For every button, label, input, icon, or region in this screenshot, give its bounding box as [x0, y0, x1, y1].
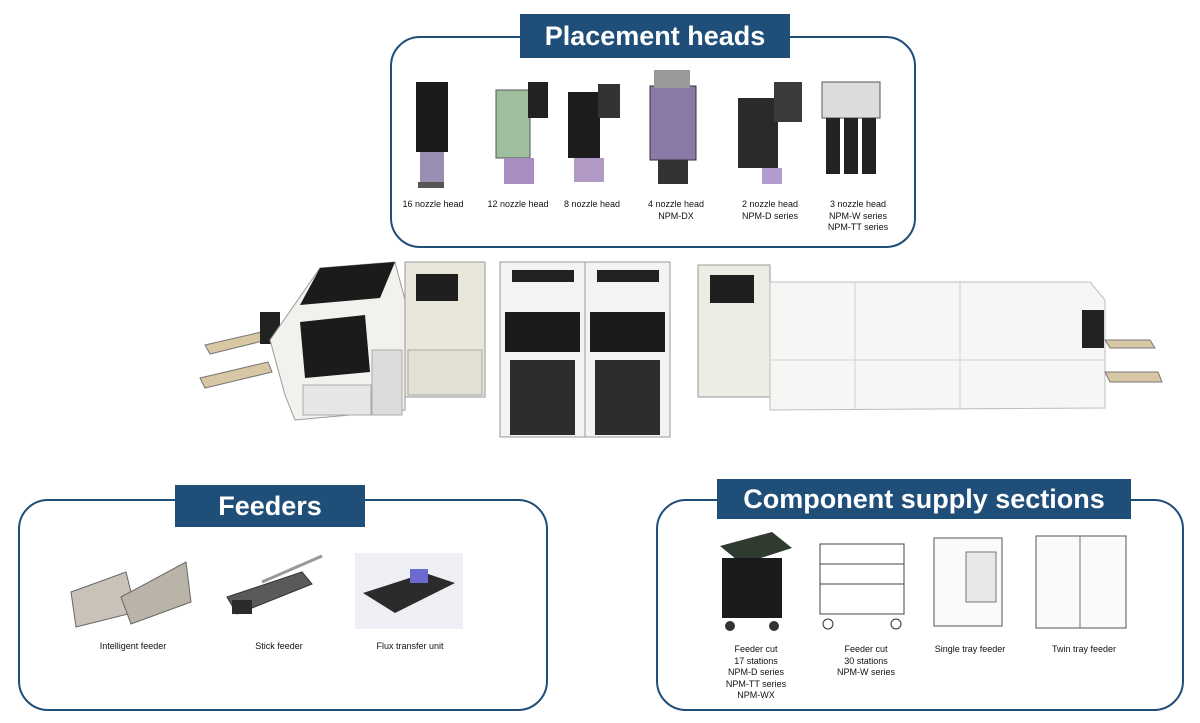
head-2-nozzle-image	[738, 82, 802, 184]
inspection-unit-1	[404, 261, 486, 398]
head-caption-12: 12 nozzle head	[487, 199, 549, 209]
head-12-nozzle-image	[495, 82, 548, 184]
head-caption-4: 4 nozzle head NPM-DX	[647, 199, 705, 221]
head-8-nozzle-image	[568, 84, 620, 182]
head-3-nozzle-image	[821, 81, 881, 174]
feeder-caption-intelligent: Intelligent feeder	[99, 641, 167, 651]
feeder-caption-stick: Stick feeder	[255, 641, 303, 651]
head-caption-2: 2 nozzle head NPM-D series	[741, 199, 799, 221]
intelligent-feeder-image	[70, 561, 192, 628]
reflow-oven	[769, 281, 1106, 411]
placement-heads-title: Placement heads	[520, 14, 790, 58]
head-caption-8: 8 nozzle head	[563, 199, 621, 209]
twin-tray-feeder-image	[1035, 535, 1127, 629]
supply-caption-single-tray: Single tray feeder	[934, 644, 1006, 654]
screen-printer	[269, 261, 406, 421]
head-caption-3: 3 nozzle head NPM-W series NPM-TT series	[827, 199, 889, 232]
flux-transfer-unit-image	[355, 553, 463, 629]
right-conveyor	[1082, 310, 1163, 383]
supply-caption-cart-17: Feeder cut 17 stations NPM-D series NPM-…	[725, 644, 787, 700]
supply-caption-cart-30: Feeder cut 30 stations NPM-W series	[837, 644, 895, 677]
head-caption-16: 16 nozzle head	[402, 199, 464, 209]
component-supply-title: Component supply sections	[717, 479, 1131, 519]
inspection-unit-2	[697, 264, 803, 398]
supply-caption-twin-tray: Twin tray feeder	[1051, 644, 1117, 654]
feeder-cart-30-image	[819, 543, 905, 630]
head-4-nozzle-image	[649, 70, 697, 184]
placement-machine-1	[499, 261, 586, 438]
feeders-title: Feeders	[175, 485, 365, 527]
head-16-nozzle-image	[416, 82, 448, 188]
placement-machine-2	[584, 261, 671, 438]
stick-feeder-image	[226, 554, 323, 615]
single-tray-feeder-image	[933, 537, 1003, 627]
feeder-cart-17-image	[720, 532, 792, 631]
feeder-caption-flux: Flux transfer unit	[376, 641, 444, 651]
left-conveyor	[199, 312, 280, 389]
